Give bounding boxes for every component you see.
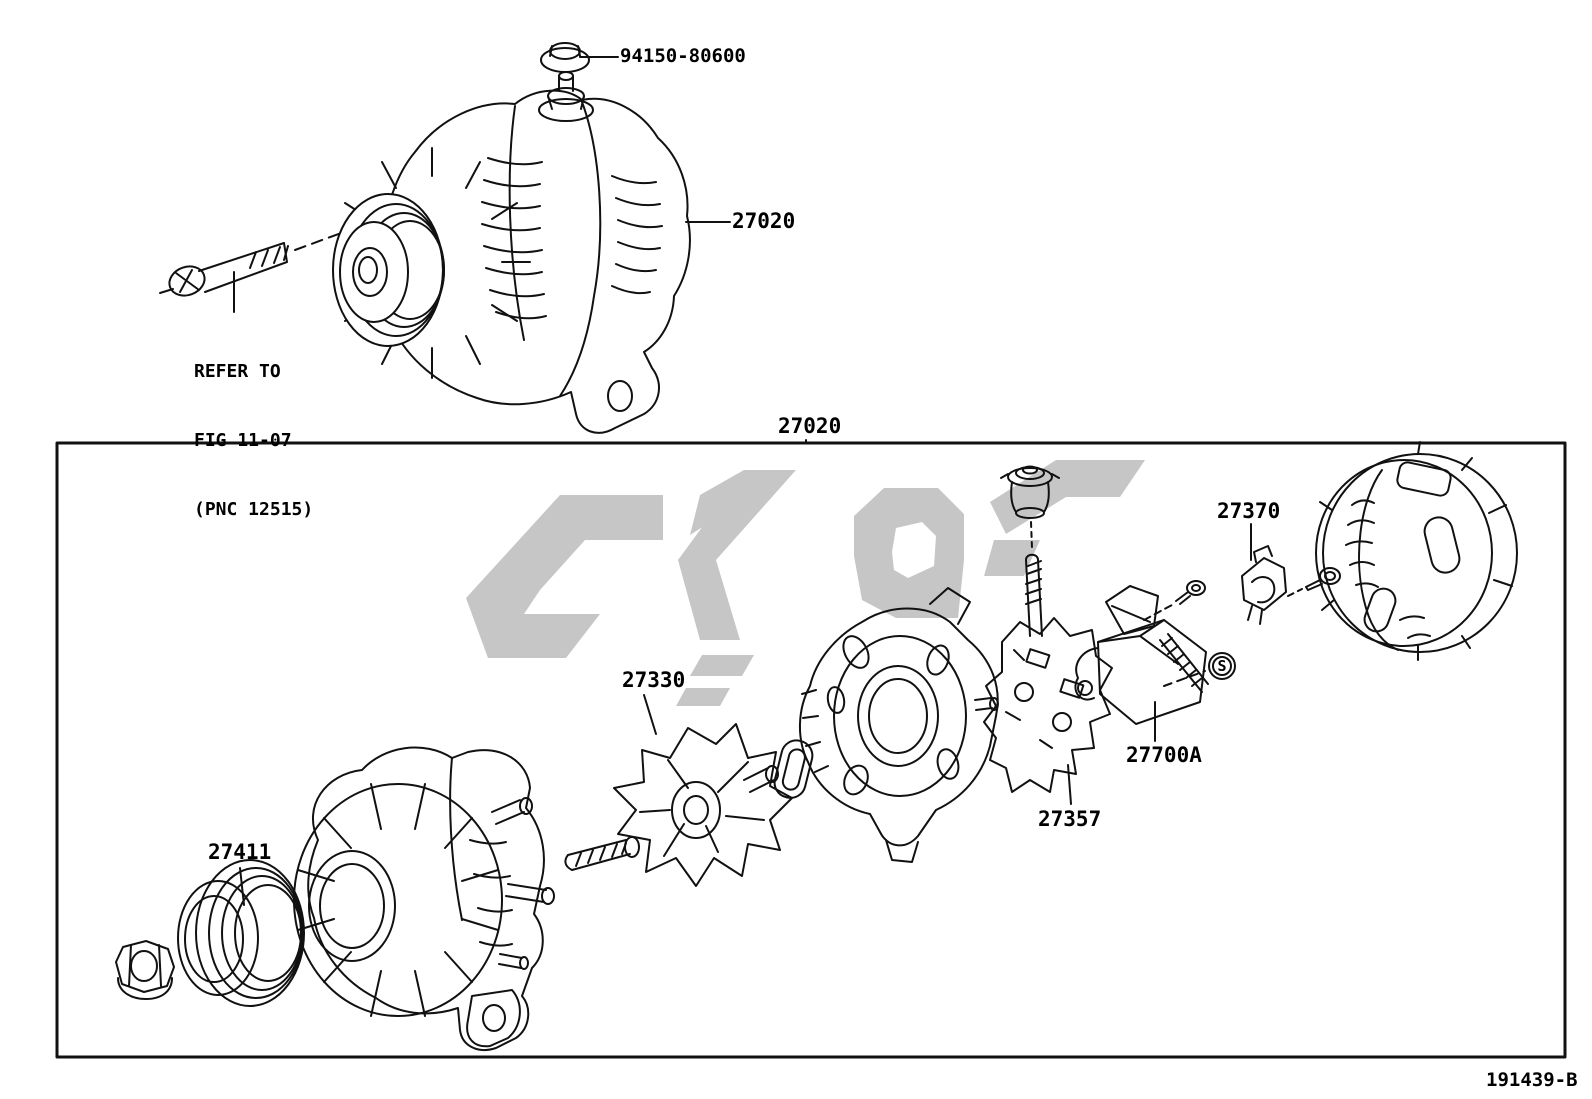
o-ring-drawing: [773, 739, 814, 799]
part-label-rotor: 27330: [622, 668, 686, 692]
rear-cover-drawing: [1315, 441, 1518, 661]
regulator-screw-drawing: [1143, 580, 1206, 621]
terminal-insulator-drawing: [1000, 465, 1060, 549]
regulator-drawing: [1074, 585, 1209, 742]
part-label-assembly: 27020: [732, 209, 796, 233]
part-label-clamp: 27370: [1217, 499, 1281, 523]
screw-marker-circle: [1208, 652, 1236, 680]
part-label-regulator: 27700A: [1126, 743, 1202, 767]
screw-marker-letter: S: [1217, 657, 1227, 675]
watermark-logo: [466, 460, 1145, 706]
flange-nut-drawing: [115, 940, 175, 1000]
cover-screw-drawing: [1287, 567, 1341, 597]
front-bracket-drawing: [293, 746, 555, 1051]
bolt-note-line-2: FIG 11-07: [194, 430, 292, 451]
mount-nut-drawing: [540, 42, 590, 73]
drawing-code: 191439-B: [1486, 1069, 1578, 1091]
rear-bracket-drawing: [799, 587, 999, 863]
bolt-note-line-3: (PNC 12515): [194, 499, 314, 520]
clamp-drawing: [1241, 523, 1287, 625]
box-label-assembly: 27020: [778, 414, 842, 438]
part-label-mount-nut: 94150-80600: [620, 45, 746, 67]
alternator-assembly-drawing: [332, 71, 691, 434]
pulley-drawing: [177, 859, 305, 1007]
brush-holder-drawing: [983, 553, 1113, 805]
bolt-note-line-1: REFER TO: [194, 361, 281, 382]
rotor-drawing: [564, 694, 793, 887]
part-label-pulley: 27411: [208, 840, 272, 864]
bolt-reference-note: REFER TO FIG 11-07 (PNC 12515): [194, 314, 313, 544]
part-label-brush-holder: 27357: [1038, 807, 1102, 831]
exploded-view-box: [55, 441, 1567, 1059]
leader-lines-top: [579, 56, 731, 223]
mount-bolt-drawing: [159, 228, 353, 313]
